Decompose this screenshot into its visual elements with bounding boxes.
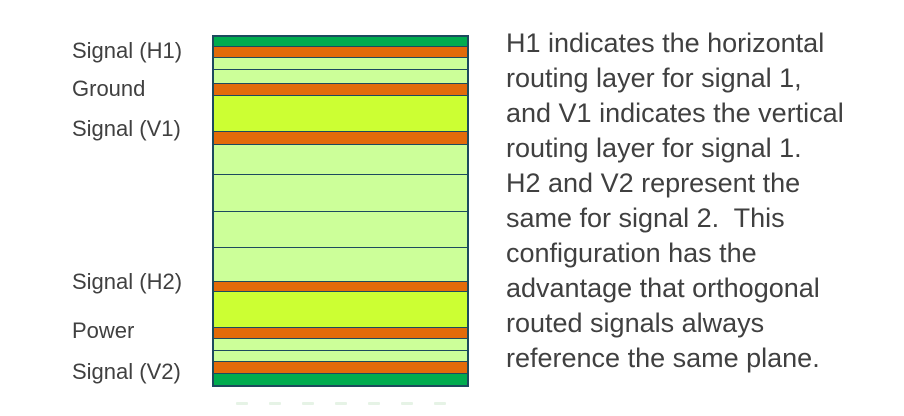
stackup-layer-dielectric-5 <box>214 212 467 248</box>
tick-mark <box>401 402 413 405</box>
layer-label-signal-h1: Signal (H1) <box>72 38 183 63</box>
stackup-layer-dielectric-3 <box>214 145 467 175</box>
stackup-layer-dielectric-8 <box>214 351 467 362</box>
layer-label-ground: Ground <box>72 76 146 101</box>
stackup-layer-core-1 <box>214 96 467 132</box>
stackup-layer-dielectric-6 <box>214 248 467 282</box>
stackup-layer-dielectric-7 <box>214 339 467 351</box>
layer-label-signal-v1: Signal (V1) <box>72 116 181 141</box>
pcb-stackup-diagram <box>212 35 469 387</box>
stackup-layer-dielectric-2 <box>214 70 467 84</box>
stackup-layer-surface-top <box>214 37 467 47</box>
layer-label-signal-v2: Signal (V2) <box>72 359 181 384</box>
stackup-layer-signal-v1-copper <box>214 132 467 145</box>
layer-label-power: Power <box>72 318 135 343</box>
stackup-layer-dielectric-4 <box>214 175 467 212</box>
tick-mark <box>434 402 446 405</box>
stackup-layer-dielectric-1 <box>214 58 467 70</box>
stackup-layer-signal-h1-copper <box>214 47 467 58</box>
stackup-layer-core-2 <box>214 292 467 328</box>
tick-mark <box>302 402 314 405</box>
description-text: H1 indicates the horizontal routing laye… <box>506 28 844 373</box>
tick-mark <box>335 402 347 405</box>
tick-mark <box>368 402 380 405</box>
stackup-layer-signal-v2-copper <box>214 362 467 374</box>
stackup-layer-ground-copper <box>214 84 467 96</box>
tick-mark <box>236 402 248 405</box>
stackup-layer-surface-bottom <box>214 374 467 385</box>
tick-mark <box>269 402 281 405</box>
layer-label-signal-h2: Signal (H2) <box>72 269 183 294</box>
stackup-layer-signal-h2-copper <box>214 282 467 292</box>
stackup-layer-power-copper <box>214 328 467 339</box>
